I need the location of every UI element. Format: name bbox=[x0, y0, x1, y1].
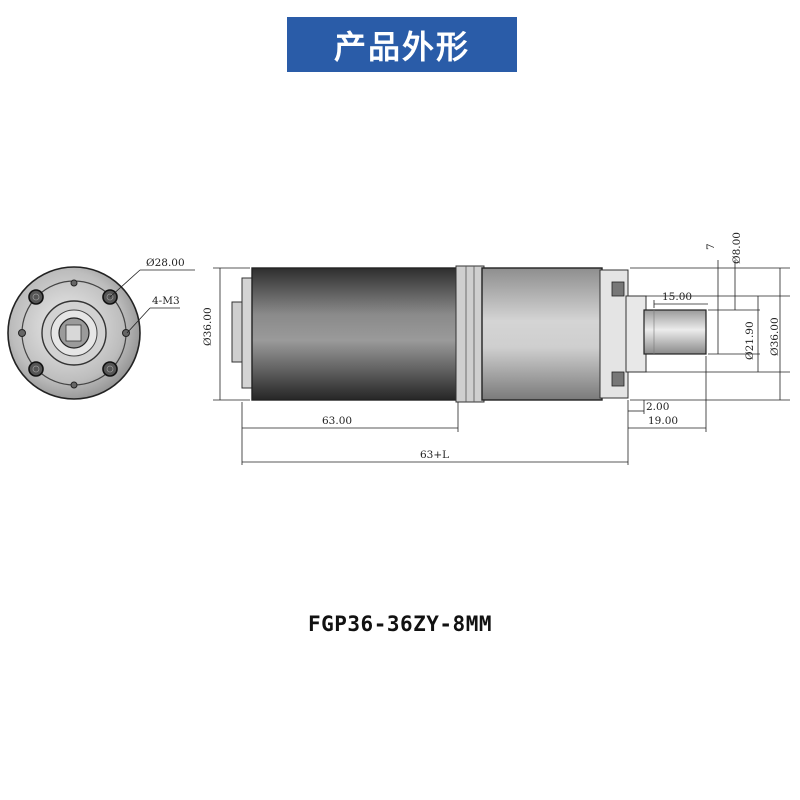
output-boss bbox=[625, 295, 647, 373]
mount-hole-icon bbox=[28, 361, 44, 377]
dim-face-pitch: Ø28.00 bbox=[146, 257, 185, 269]
dim-flat: 7 bbox=[705, 243, 717, 250]
page-title: 产品外形 bbox=[333, 27, 470, 66]
small-hole-icon bbox=[70, 381, 78, 389]
mount-hole-icon bbox=[28, 289, 44, 305]
body-joint bbox=[455, 265, 485, 403]
small-hole-icon bbox=[18, 329, 26, 337]
dim-shaft-len: 15.00 bbox=[662, 291, 692, 303]
mount-hole-icon bbox=[102, 361, 118, 377]
dim-total-len: 63+L bbox=[420, 449, 449, 461]
face-shaft-flat bbox=[65, 324, 82, 342]
output-shaft bbox=[643, 309, 707, 355]
dim-shaft-ext: 19.00 bbox=[648, 415, 678, 427]
dim-motor-len: 63.00 bbox=[322, 415, 352, 427]
front-view: Ø28.00 4-M3 bbox=[7, 257, 195, 400]
dimension-lines bbox=[213, 260, 790, 465]
dim-face-holes: 4-M3 bbox=[152, 295, 180, 307]
motor-body bbox=[251, 267, 459, 401]
dim-shaft-dia: Ø8.00 bbox=[731, 232, 743, 264]
title-banner: 产品外形 bbox=[287, 17, 517, 72]
small-hole-icon bbox=[122, 329, 130, 337]
dimension-labels: Ø36.00 63.00 63+L 2.00 19.00 15.00 7 Ø8.… bbox=[202, 232, 781, 461]
dim-flange-thk: 2.00 bbox=[646, 401, 669, 413]
small-hole-icon bbox=[70, 279, 78, 287]
gearbox bbox=[481, 267, 603, 401]
model-number: FGP36-36ZY-8MM bbox=[307, 612, 492, 636]
dim-boss-dia: Ø21.90 bbox=[744, 321, 756, 360]
dim-gear-dia: Ø36.00 bbox=[769, 317, 781, 356]
dim-body-dia: Ø36.00 bbox=[202, 307, 214, 346]
side-view bbox=[231, 265, 707, 403]
